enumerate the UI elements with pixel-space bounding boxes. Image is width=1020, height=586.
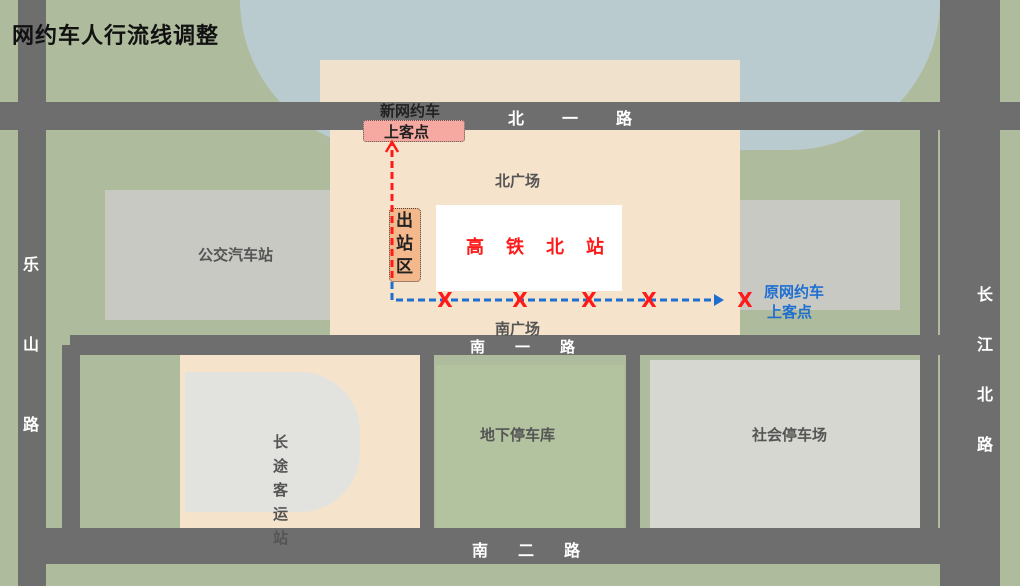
road-leshan xyxy=(18,0,46,586)
blocked-marker-1: X xyxy=(437,288,453,312)
new-pickup-box xyxy=(363,120,465,142)
label-underground-parking: 地下停车库 xyxy=(480,426,556,444)
label-long-distance-station: 长途客运站 xyxy=(273,433,289,547)
public-parking-area xyxy=(650,360,920,530)
label-bus-station: 公交汽车站 xyxy=(198,246,274,264)
north-plaza-building-strip xyxy=(320,60,740,105)
old-route-line xyxy=(390,282,718,302)
old-route-arrowhead xyxy=(714,294,724,306)
road-east-inner xyxy=(920,130,938,530)
underground-parking-area xyxy=(436,365,624,530)
blocked-marker-4: X xyxy=(641,288,657,312)
road-mid-east xyxy=(626,345,640,530)
east-parking-strip xyxy=(740,200,900,310)
blocked-marker-5: X xyxy=(737,288,753,312)
blocked-marker-3: X xyxy=(581,288,597,312)
exit-zone-box xyxy=(389,208,421,282)
label-public-parking: 社会停车场 xyxy=(752,426,828,444)
road-mid-west xyxy=(420,345,434,530)
road-south1 xyxy=(70,335,940,355)
high-speed-rail-station-building xyxy=(436,205,622,291)
new-route-arrowhead xyxy=(384,139,400,153)
label-exit-zone: 出站区 xyxy=(396,211,413,277)
label-new-pickup-line1: 新网约车 xyxy=(380,102,441,120)
road-south2 xyxy=(20,528,980,564)
road-north1 xyxy=(0,102,1020,130)
label-north-plaza: 北广场 xyxy=(495,172,541,190)
road-ring-west xyxy=(62,345,80,535)
long-distance-station-building xyxy=(185,372,360,512)
label-south-plaza: 南广场 xyxy=(495,320,541,338)
road-label-north1: 北一路 xyxy=(508,109,671,128)
label-new-pickup-line2: 上客点 xyxy=(384,123,430,141)
bus-station-area xyxy=(105,190,335,320)
road-changjiang-north xyxy=(940,0,1000,586)
blocked-marker-2: X xyxy=(512,288,528,312)
map-title: 网约车人行流线调整 xyxy=(12,24,220,49)
road-label-changjiang-north: 长江北路 xyxy=(976,285,993,454)
label-old-pickup-line2: 上客点 xyxy=(767,303,813,321)
road-label-leshan: 乐山路 xyxy=(22,255,39,434)
label-old-pickup-line1: 原网约车 xyxy=(764,283,825,301)
road-label-south2: 南二路 xyxy=(472,541,611,560)
road-label-south1: 南一路 xyxy=(470,338,606,356)
label-station: 高铁北站 xyxy=(466,237,626,258)
